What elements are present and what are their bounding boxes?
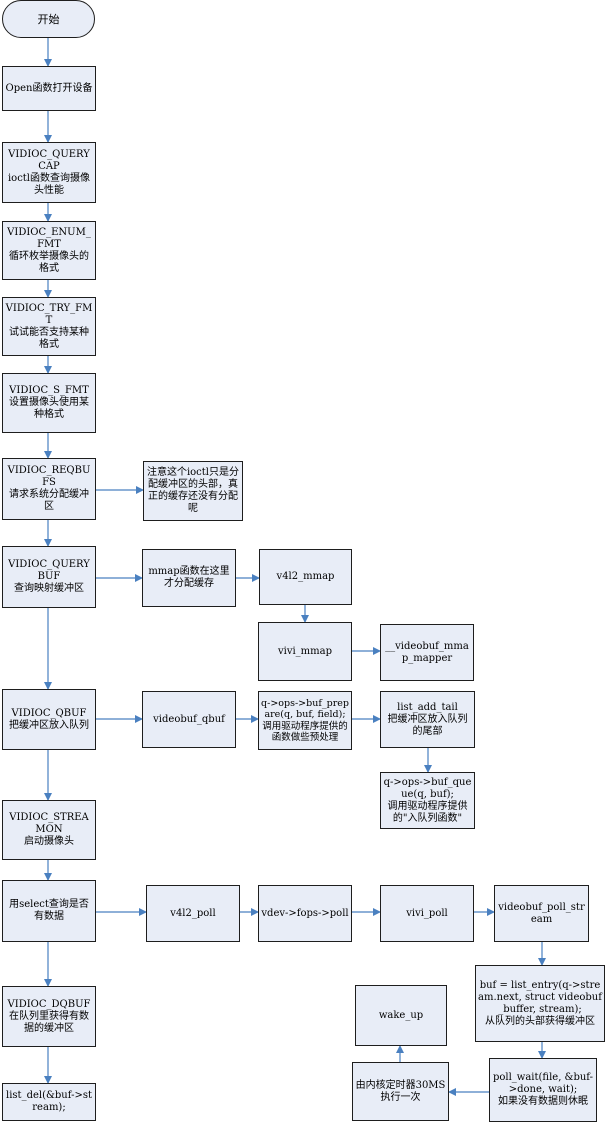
qbuf-step: VIDIOC_QBUF 把缓冲区放入队列 — [2, 689, 96, 750]
kernel-timer-step: 由内核定时器30MS执行一次 — [352, 1062, 449, 1121]
vivi-mmap-step: vivi_mmap — [258, 622, 352, 681]
v4l2-poll-step: v4l2_poll — [146, 885, 240, 942]
poll-wait-step: poll_wait(file, &buf->done, wait); 如果没有数… — [489, 1058, 597, 1122]
videobuf-poll-stream-step: videobuf_poll_stream — [494, 885, 589, 942]
dqbuf-step: VIDIOC_DQBUF 在队列里获得有数据的缓冲区 — [2, 986, 96, 1047]
list-del-step: list_del(&buf->stream); — [2, 1083, 96, 1121]
s-fmt-step: VIDIOC_S_FMT 设置摄像头使用某种格式 — [2, 373, 96, 433]
videobuf-mmap-mapper-step: __videobuf_mmap_mapper — [380, 624, 474, 681]
list-entry-step: buf = list_entry(q->stream.next, struct … — [475, 965, 605, 1042]
streamon-step: VIDIOC_STREAMON 启动摄像头 — [2, 800, 96, 860]
buf-prepare-step: q->ops->buf_prepare(q, buf, field); 调用驱动… — [258, 691, 352, 750]
try-fmt-step: VIDIOC_TRY_FMT 试试能否支持某种格式 — [2, 297, 96, 356]
reqbufs-note: 注意这个ioctl只是分配缓冲区的头部，真正的缓存还没有分配呢 — [143, 461, 243, 521]
v4l2-mmap-step: v4l2_mmap — [259, 549, 352, 605]
open-device-step: Open函数打开设备 — [2, 66, 96, 111]
select-step: 用select查询是否有数据 — [2, 880, 96, 942]
querycap-step: VIDIOC_QUERYCAP ioctl函数查询摄像头性能 — [2, 142, 96, 203]
buf-queue-step: q->ops->buf_queue(q, buf); 调用驱动程序提供的"入队列… — [380, 772, 475, 829]
videobuf-qbuf-step: videobuf_qbuf — [142, 691, 236, 748]
list-add-tail-step: list_add_tail 把缓冲区放入队列的尾部 — [380, 691, 475, 748]
enum-fmt-step: VIDIOC_ENUM_FMT 循环枚举摄像头的格式 — [2, 221, 96, 280]
start-terminal: 开始 — [2, 0, 95, 38]
querybuf-step: VIDIOC_QUERYBUF 查询映射缓冲区 — [2, 546, 96, 608]
wake-up-step: wake_up — [355, 985, 447, 1046]
vivi-poll-step: vivi_poll — [380, 885, 474, 942]
mmap-function-step: mmap函数在这里才分配缓存 — [142, 549, 236, 607]
vdev-fops-poll-step: vdev->fops->poll — [258, 885, 352, 942]
reqbufs-step: VIDIOC_REQBUFS 请求系统分配缓冲区 — [2, 458, 96, 520]
